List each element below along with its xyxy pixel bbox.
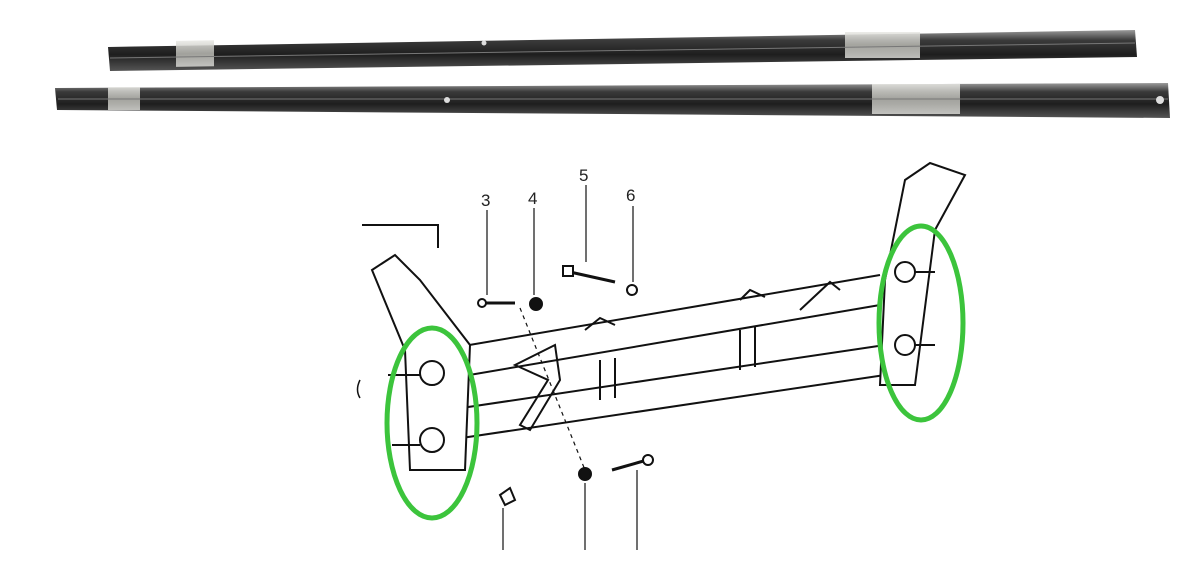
torsion-bar-upper <box>108 30 1137 71</box>
part-label-5: 5 <box>579 166 588 185</box>
axle-beam-diagram <box>356 161 967 550</box>
highlight-right-mount <box>876 223 966 423</box>
torsion-bar-lower <box>55 83 1170 118</box>
part-label-3: 3 <box>481 191 490 210</box>
part-label-4: 4 <box>528 189 537 208</box>
highlight-left-mount <box>384 325 480 521</box>
part-label-6: 6 <box>626 186 635 205</box>
